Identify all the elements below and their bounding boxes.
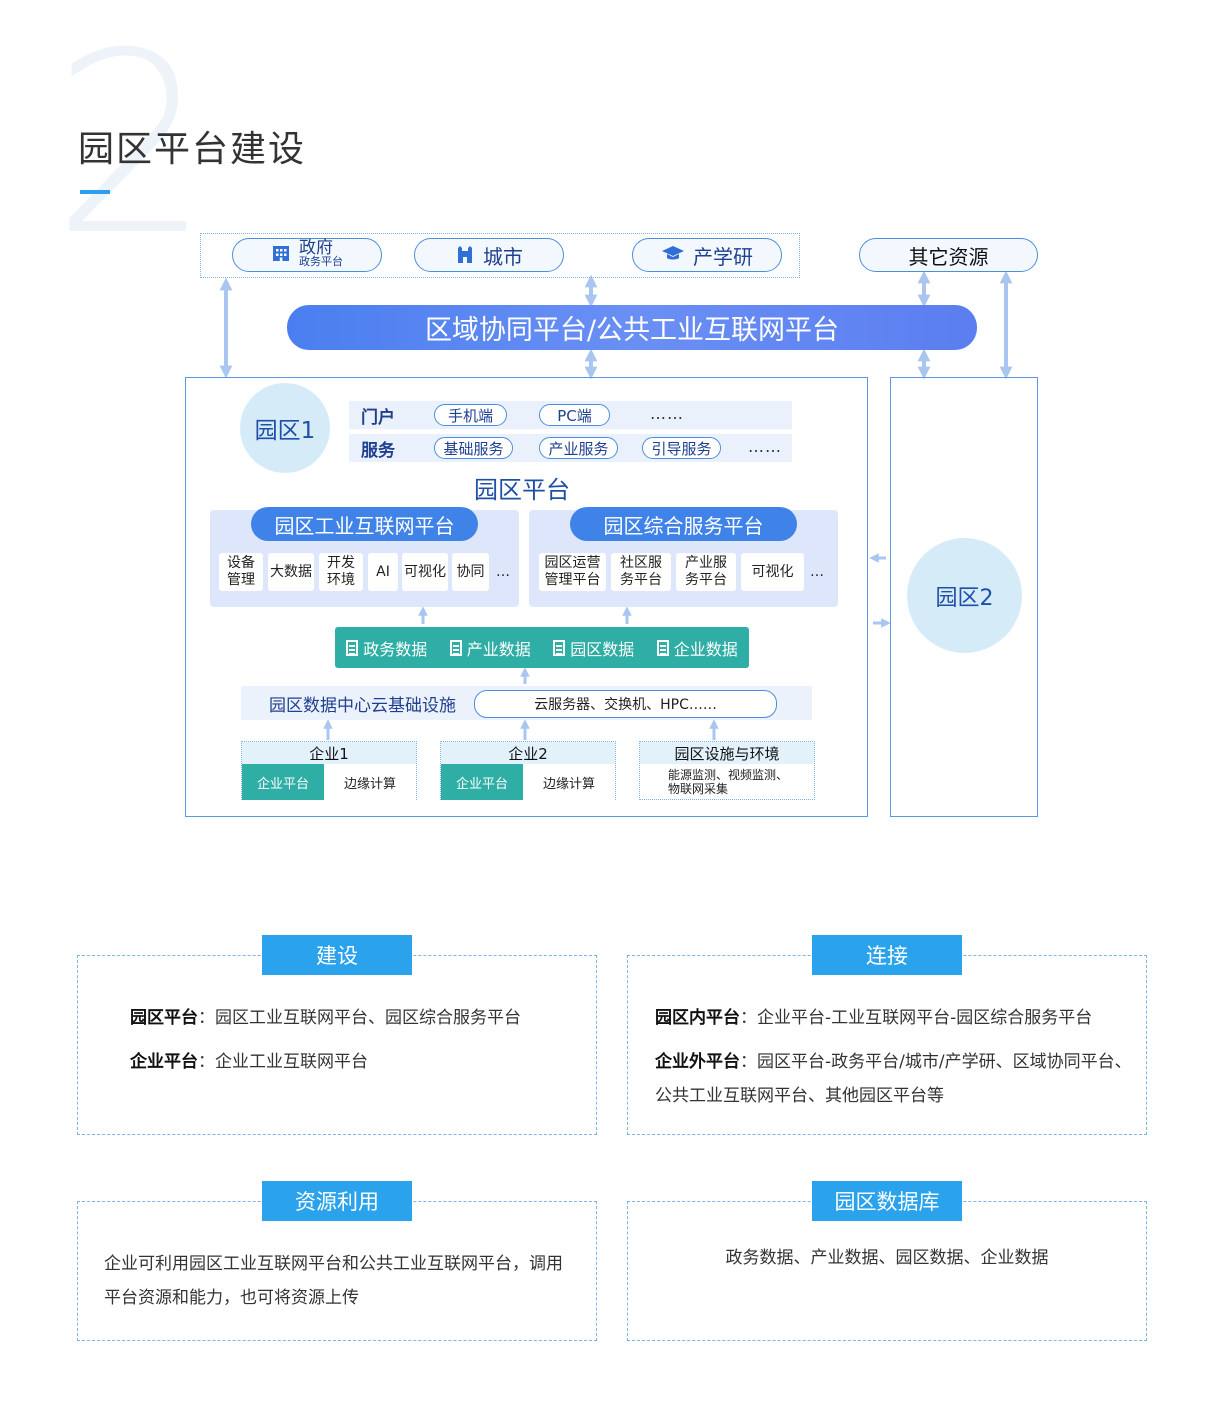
park-platform-title: 园区平台 [474,476,570,504]
portal-pc[interactable]: PC端 [539,404,610,426]
iiot-cell-visual[interactable]: 可视化 [402,553,448,591]
data-bar: 政务数据 产业数据 园区数据 企业数据 [335,627,749,668]
iiot-cell-ai[interactable]: AI [368,553,398,591]
iiot-cell-device[interactable]: 设备 管理 [219,553,263,591]
portal-label: 门户 [361,407,395,428]
data-item-enterprise[interactable]: 企业数据 [656,636,738,660]
gov-subtitle: 政务平台 [299,255,343,268]
park1-label: 园区1 [254,418,316,444]
other-resources-pill[interactable]: 其它资源 [859,238,1038,272]
document-icon [346,639,359,656]
gov-title: 政府 [299,238,333,258]
document-icon [553,639,566,656]
enterprise2-title: 企业2 [441,742,615,764]
card-resource-tab[interactable]: 资源利用 [262,1181,412,1221]
card-connect: 园区内平台：企业平台-工业互联网平台-园区综合服务平台 企业外平台：园区平台-政… [627,955,1147,1135]
regional-platform-label: 区域协同平台/公共工业互联网平台 [424,315,840,346]
svc-cell-community[interactable]: 社区服 务平台 [611,553,671,591]
regional-platform-bar[interactable]: 区域协同平台/公共工业互联网平台 [287,305,977,350]
park2-circle: 园区2 [907,538,1022,653]
city-label: 城市 [483,244,523,269]
park1-circle: 园区1 [240,383,330,473]
card-build-tab[interactable]: 建设 [262,935,412,975]
svc-cell-industry[interactable]: 产业服 务平台 [676,553,736,591]
external-platforms-group [200,233,800,278]
card-build: 园区平台：园区工业互联网平台、园区综合服务平台 企业平台：企业工业互联网平台 [77,955,597,1135]
svc-cell-visual[interactable]: 可视化 [741,553,804,591]
service-label: 服务 [361,440,395,461]
city-icon [455,242,475,269]
enterprise1-edge: 边缘计算 [324,764,416,800]
academia-pill[interactable]: 产学研 [632,238,782,272]
card-build-line1: 园区平台：园区工业互联网平台、园区综合服务平台 [130,1008,521,1028]
svc-cell-more: … [810,564,824,580]
service-platform-header[interactable]: 园区综合服务平台 [570,507,797,541]
data-item-industry[interactable]: 产业数据 [449,636,531,660]
service-guidance[interactable]: 引导服务 [642,437,721,459]
enterprise1-box[interactable]: 企业1 企业平台 边缘计算 [241,741,417,800]
card-database-tab[interactable]: 园区数据库 [812,1181,962,1221]
service-industry[interactable]: 产业服务 [539,437,618,459]
city-pill[interactable]: 城市 [414,238,564,272]
iiot-cell-bigdata[interactable]: 大数据 [268,553,314,591]
card-database: 政务数据、产业数据、园区数据、企业数据 [627,1201,1147,1341]
enterprise1-platform: 企业平台 [242,764,324,800]
card-build-line2: 企业平台：企业工业互联网平台 [130,1052,368,1072]
portal-mobile[interactable]: 手机端 [434,404,507,426]
card-connect-line1: 园区内平台：企业平台-工业互联网平台-园区综合服务平台 [655,1008,1093,1028]
enterprise2-platform: 企业平台 [441,764,523,800]
iiot-cell-collab[interactable]: 协同 [452,553,489,591]
building-icon [271,243,291,268]
card-connect-tab[interactable]: 连接 [812,935,962,975]
page-title: 园区平台建设 [78,129,307,170]
enterprise1-title: 企业1 [242,742,416,764]
datacenter-items[interactable]: 云服务器、交换机、HPC…… [474,690,777,718]
iiot-cell-more: … [496,564,510,580]
service-more: …… [748,437,782,456]
datacenter-row: 园区数据中心云基础设施 云服务器、交换机、HPC…… [241,686,812,720]
iiot-header[interactable]: 园区工业互联网平台 [251,507,478,541]
card-database-text: 政务数据、产业数据、园区数据、企业数据 [725,1248,1049,1268]
other-resources-label: 其它资源 [908,244,989,269]
academia-label: 产学研 [693,244,753,269]
card-resource: 企业可利用园区工业互联网平台和公共工业互联网平台，调用平台资源和能力，也可将资源… [77,1201,597,1341]
card-connect-line2: 企业外平台：园区平台-政务平台/城市/产学研、区域协同平台、公共工业互联网平台、… [655,1052,1132,1106]
section-number: 2 [52,0,212,290]
gov-pill[interactable]: 政府 政务平台 [232,238,382,272]
iiot-cell-devenv[interactable]: 开发 环境 [319,553,363,591]
title-underline [80,190,110,194]
svc-cell-operations[interactable]: 园区运营 管理平台 [539,553,606,591]
connector-arrows [219,270,1013,740]
document-icon [656,639,669,656]
service-basic[interactable]: 基础服务 [434,437,513,459]
document-icon [449,639,462,656]
facility-title: 园区设施与环境 [640,742,814,764]
enterprise2-box[interactable]: 企业2 企业平台 边缘计算 [440,741,616,800]
park2-label: 园区2 [935,585,994,611]
card-resource-text: 企业可利用园区工业互联网平台和公共工业互联网平台，调用平台资源和能力，也可将资源… [104,1254,563,1308]
facility-box[interactable]: 园区设施与环境 能源监测、视频监测、 物联网采集 [639,741,815,800]
park1-container [185,377,868,817]
data-item-gov[interactable]: 政务数据 [346,636,427,660]
data-item-park[interactable]: 园区数据 [553,636,634,660]
facility-text: 能源监测、视频监测、 物联网采集 [668,768,789,796]
datacenter-label: 园区数据中心云基础设施 [269,695,456,716]
portal-more: …… [650,404,684,423]
enterprise2-edge: 边缘计算 [523,764,615,800]
park2-container [890,377,1038,817]
graduation-cap-icon [661,243,685,268]
